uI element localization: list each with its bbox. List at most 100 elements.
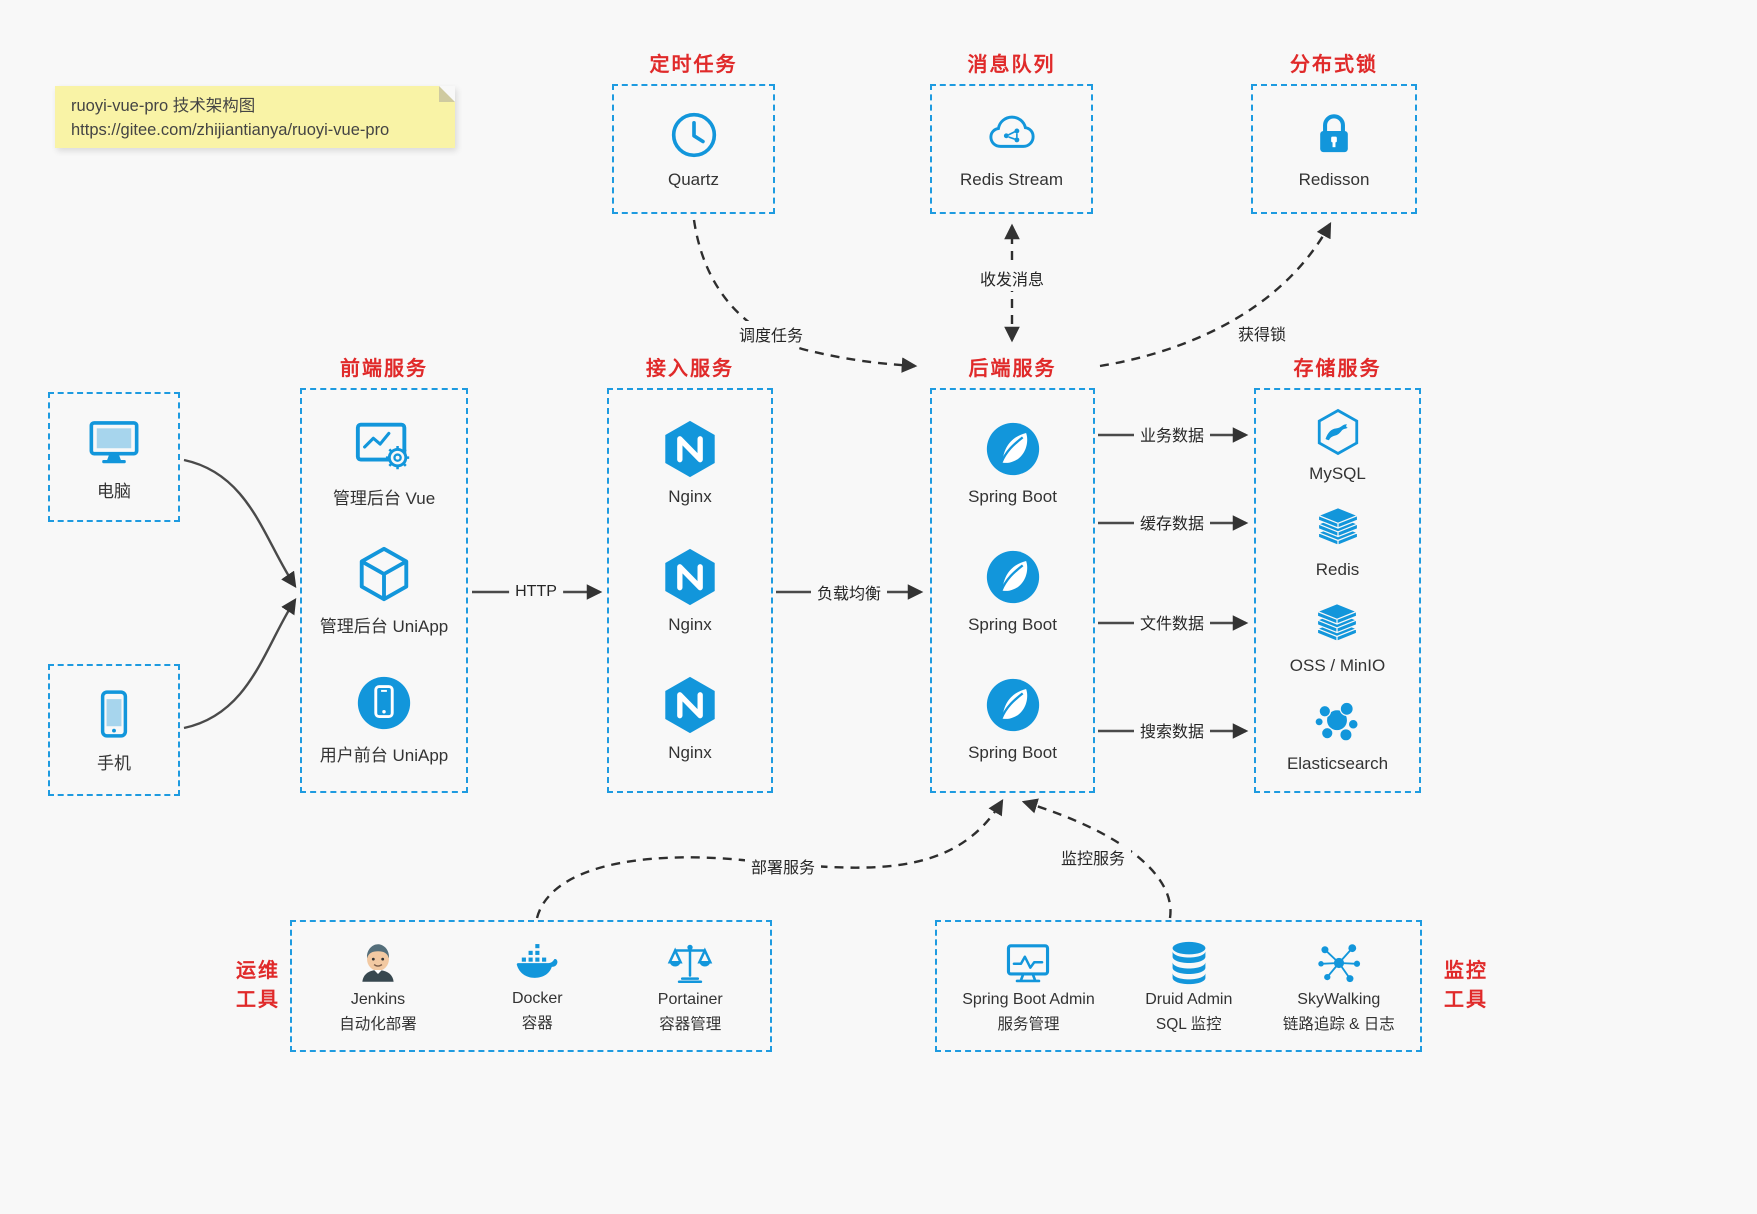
frontend-item-admin-uniapp: 管理后台 UniApp [320, 543, 448, 637]
backend-item-springboot-3: Spring Boot [968, 674, 1057, 763]
jenkins-label: Jenkins [350, 991, 406, 1008]
mysql-label: MySQL [1309, 464, 1366, 484]
edge-label-load-balance: 负载均衡 [810, 579, 888, 605]
cloud-network-icon [984, 109, 1040, 161]
docker-label: Docker [511, 990, 563, 1007]
frontend-item-admin-vue: 管理后台 Vue [333, 415, 435, 509]
network-graph-icon [1314, 938, 1364, 988]
admin-uniapp-label: 管理后台 UniApp [319, 617, 449, 637]
oss-minio-label: OSS / MinIO [1289, 655, 1386, 675]
redisson-box: Redisson [1251, 84, 1417, 214]
redis-label: Redis [1315, 560, 1360, 580]
jenkins-sub: 自动化部署 [339, 1016, 417, 1033]
group-gateway: 接入服务 Nginx Nginx Nginx [607, 352, 773, 793]
message-queue-title: 消息队列 [967, 54, 1056, 76]
scales-icon [665, 938, 715, 988]
admin-monitor-icon [1002, 938, 1054, 988]
edge-label-http: HTTP [509, 582, 563, 602]
user-uniapp-label: 用户前台 UniApp [319, 745, 449, 765]
spring-boot-icon [982, 546, 1044, 608]
storage-item-oss-minio: OSS / MinIO [1290, 599, 1385, 676]
monitoring-item-sba: Spring Boot Admin 服务管理 [962, 938, 1095, 1034]
edge-label-schedule: 调度任务 [732, 321, 810, 347]
redis-stack-icon [1313, 503, 1363, 553]
edge-label-search-data: 搜索数据 [1133, 717, 1211, 743]
database-icon [1164, 938, 1214, 988]
phone-box: 手机 [48, 664, 180, 796]
ops-side-label: 运维 工具 [226, 957, 290, 1015]
storage-title: 存储服务 [1293, 358, 1382, 380]
frontend-item-user-uniapp: 用户前台 UniApp [320, 672, 448, 766]
note-url: https://gitee.com/zhijiantianya/ruoyi-vu… [71, 120, 390, 139]
edge-get-lock [1099, 221, 1332, 368]
group-frontend: 前端服务 管理后台 Vue 管理后台 UniApp 用户前台 UniApp [300, 352, 468, 793]
backend-box: Spring Boot Spring Boot Spring Boot [930, 388, 1095, 793]
group-backend: 后端服务 Spring Boot Spring Boot Spring Boot [930, 352, 1095, 793]
monitoring-box: Spring Boot Admin 服务管理 Druid Admin SQL 监… [935, 920, 1422, 1052]
monitoring-side-label-line1: 监控 [1444, 960, 1488, 982]
skywalking-sub: 链路追踪 & 日志 [1282, 1016, 1395, 1033]
lock-icon [1308, 109, 1360, 161]
elasticsearch-label: Elasticsearch [1286, 753, 1389, 773]
docker-whale-icon [511, 939, 563, 987]
redis-stream-box: Redis Stream [930, 84, 1093, 214]
computer-monitor-icon [85, 412, 143, 470]
gateway-box: Nginx Nginx Nginx [607, 388, 773, 793]
uniapp-cube-icon [353, 543, 415, 605]
edge-label-deploy: 部署服务 [744, 853, 822, 879]
nginx-label-1: Nginx [668, 486, 712, 506]
nginx-label-3: Nginx [668, 743, 712, 763]
group-storage: 存储服务 MySQL Redis OSS / MinIO Elasticsear… [1254, 352, 1421, 793]
edge-label-business-data: 业务数据 [1133, 421, 1211, 447]
sticky-note: ruoyi-vue-pro 技术架构图 https://gitee.com/zh… [55, 86, 455, 148]
admin-screen-gear-icon [353, 415, 415, 477]
nginx-icon [659, 418, 721, 480]
admin-vue-label: 管理后台 Vue [332, 489, 436, 509]
nginx-icon [659, 674, 721, 736]
group-distributed-lock: 分布式锁 Redisson [1251, 48, 1417, 214]
storage-item-redis: Redis [1313, 503, 1363, 580]
edge-label-cache-data: 缓存数据 [1133, 509, 1211, 535]
phone-label: 手机 [97, 754, 131, 773]
note-title: ruoyi-vue-pro 技术架构图 [71, 97, 256, 115]
storage-item-mysql: MySQL [1309, 407, 1366, 484]
distributed-lock-title: 分布式锁 [1290, 54, 1378, 76]
druid-label: Druid Admin [1145, 991, 1233, 1008]
nginx-icon [659, 546, 721, 608]
ops-item-jenkins: Jenkins 自动化部署 [339, 938, 417, 1034]
mobile-circle-icon [353, 672, 415, 734]
scheduled-tasks-title: 定时任务 [649, 54, 738, 76]
monitoring-side-label: 监控 工具 [1434, 957, 1498, 1015]
ops-item-docker: Docker 容器 [511, 939, 563, 1033]
edge-label-message: 收发消息 [973, 265, 1051, 291]
gateway-title: 接入服务 [646, 358, 734, 380]
group-scheduled-tasks: 定时任务 Quartz [612, 48, 775, 214]
sba-sub: 服务管理 [997, 1016, 1060, 1033]
gateway-item-nginx-1: Nginx [659, 418, 721, 507]
sba-label: Spring Boot Admin [962, 991, 1095, 1008]
group-message-queue: 消息队列 Redis Stream [930, 48, 1093, 214]
quartz-box: Quartz [612, 84, 775, 214]
frontend-box: 管理后台 Vue 管理后台 UniApp 用户前台 UniApp [300, 388, 468, 793]
storage-item-elasticsearch: Elasticsearch [1287, 695, 1388, 774]
computer-box: 电脑 [48, 392, 180, 522]
clock-icon [668, 109, 720, 161]
ops-side-label-line1: 运维 [236, 960, 280, 982]
portainer-sub: 容器管理 [659, 1016, 722, 1033]
monitoring-item-druid: Druid Admin SQL 监控 [1145, 938, 1232, 1034]
edge-label-monitor: 监控服务 [1054, 844, 1132, 870]
computer-label: 电脑 [97, 482, 131, 501]
docker-sub: 容器 [521, 1015, 553, 1032]
backend-item-springboot-2: Spring Boot [968, 546, 1057, 635]
frontend-title: 前端服务 [340, 358, 428, 380]
ops-item-portainer: Portainer 容器管理 [658, 938, 723, 1034]
springboot-label-2: Spring Boot [968, 614, 1057, 634]
gateway-item-nginx-2: Nginx [659, 546, 721, 635]
skywalking-label: SkyWalking [1297, 991, 1381, 1008]
druid-sub: SQL 监控 [1155, 1016, 1222, 1033]
redisson-label: Redisson [1298, 169, 1370, 189]
portainer-label: Portainer [657, 991, 723, 1008]
spring-boot-icon [982, 418, 1044, 480]
